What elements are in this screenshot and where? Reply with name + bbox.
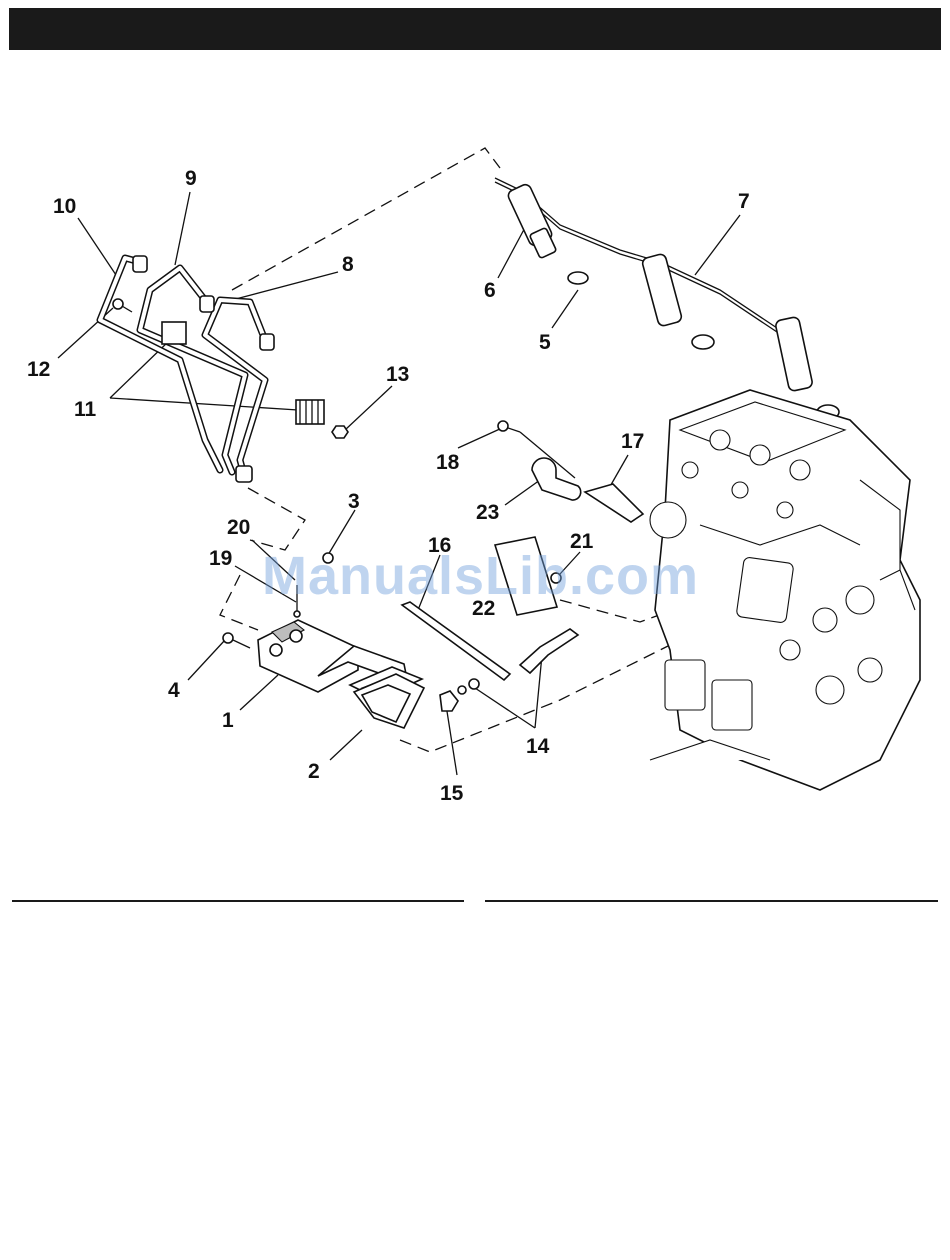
callout-3: 3 (348, 490, 360, 513)
divider-right (485, 900, 938, 902)
fuel-elbow (532, 458, 581, 500)
pipe-fitting (236, 466, 252, 482)
callout-9: 9 (185, 167, 197, 190)
callout-15: 15 (440, 782, 464, 805)
pipe-fitting (200, 296, 214, 312)
clamp-nut (332, 426, 348, 438)
fuel-injection-pipes (100, 256, 348, 482)
callout-10: 10 (53, 195, 76, 218)
callout-4: 4 (168, 679, 180, 702)
callout-23: 23 (476, 501, 499, 524)
callout-19: 19 (209, 547, 232, 570)
gasket (585, 484, 643, 522)
clamp-bolt (113, 299, 123, 309)
callout-12: 12 (27, 358, 50, 381)
callout-6: 6 (484, 279, 496, 302)
callout-5: 5 (539, 331, 551, 354)
injectors (495, 178, 839, 419)
callout-1: 1 (222, 709, 234, 732)
pipe-fitting (260, 334, 274, 350)
callout-13: 13 (386, 363, 409, 386)
callout-17: 17 (621, 430, 644, 453)
plug (440, 691, 458, 711)
injector-washer (568, 272, 588, 284)
divider-left (12, 900, 464, 902)
watermark: ManualsLib.com (262, 545, 699, 607)
injector-pump-stud (520, 629, 578, 673)
pipe-fitting (133, 256, 147, 272)
callout-11: 11 (74, 398, 97, 421)
callout-18: 18 (436, 451, 460, 474)
injector-3 (775, 316, 813, 391)
pipe-clamp (162, 322, 186, 344)
callout-7: 7 (738, 190, 750, 213)
bolt (498, 421, 508, 431)
callout-20: 20 (227, 516, 250, 539)
injector-2 (641, 253, 682, 327)
pump-bolt (223, 633, 233, 643)
injector-washer (692, 335, 714, 349)
callout-8: 8 (342, 253, 354, 276)
callout-2: 2 (308, 760, 320, 783)
callout-14: 14 (526, 735, 550, 758)
